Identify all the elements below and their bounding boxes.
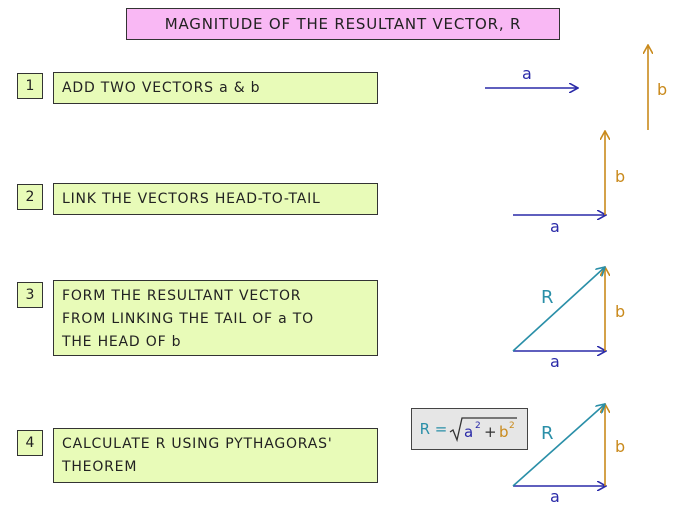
formula-plus: + — [484, 423, 497, 441]
label-r-4: R — [541, 423, 554, 444]
step-3-line-1: FORM THE RESULTANT VECTOR — [62, 288, 302, 304]
label-b-1: b — [657, 80, 668, 99]
pythagoras-formula: R = a 2 + b 2 — [411, 408, 528, 450]
label-a-4: a — [550, 487, 560, 506]
label-a-3: a — [550, 352, 560, 371]
step-2-text: LINK THE VECTORS HEAD-TO-TAIL — [62, 190, 321, 207]
formula-a: a — [464, 423, 473, 441]
label-a-1: a — [522, 64, 532, 83]
step-3-box: FORM THE RESULTANT VECTOR FROM LINKING T… — [53, 280, 378, 356]
sqrt-icon: a 2 + b 2 — [450, 417, 518, 443]
step-number-2: 2 — [17, 184, 43, 210]
label-a-2: a — [550, 217, 560, 236]
formula-b: b — [499, 423, 509, 441]
step-3-line-3: THE HEAD OF b — [62, 334, 182, 350]
diagram-1 — [485, 45, 648, 130]
vector-r-arrow — [512, 404, 605, 487]
step-3-line-2: FROM LINKING THE TAIL OF a TO — [62, 311, 314, 327]
diagram-2 — [513, 131, 606, 215]
diagram-4 — [512, 404, 606, 487]
label-b-4: b — [615, 437, 626, 456]
formula-b-exp: 2 — [509, 421, 515, 431]
label-b-2: b — [615, 167, 626, 186]
formula-lhs: R = — [419, 420, 448, 438]
step-4-line-2: THEOREM — [62, 459, 138, 475]
step-number-1: 1 — [17, 73, 43, 99]
step-1-text: ADD TWO VECTORS a & b — [62, 79, 261, 96]
step-number-4: 4 — [17, 430, 43, 456]
step-1-box: ADD TWO VECTORS a & b — [53, 72, 378, 104]
label-b-3: b — [615, 302, 626, 321]
page-title: MAGNITUDE OF THE RESULTANT VECTOR, R — [126, 8, 560, 40]
step-2-box: LINK THE VECTORS HEAD-TO-TAIL — [53, 183, 378, 215]
diagram-3 — [512, 267, 606, 352]
step-number-3: 3 — [17, 282, 43, 308]
vector-r-arrow — [512, 267, 605, 352]
step-4-box: CALCULATE R USING PYTHAGORAS' THEOREM — [53, 428, 378, 483]
formula-a-exp: 2 — [475, 421, 481, 431]
label-r-3: R — [541, 287, 554, 308]
step-4-line-1: CALCULATE R USING PYTHAGORAS' — [62, 436, 333, 452]
